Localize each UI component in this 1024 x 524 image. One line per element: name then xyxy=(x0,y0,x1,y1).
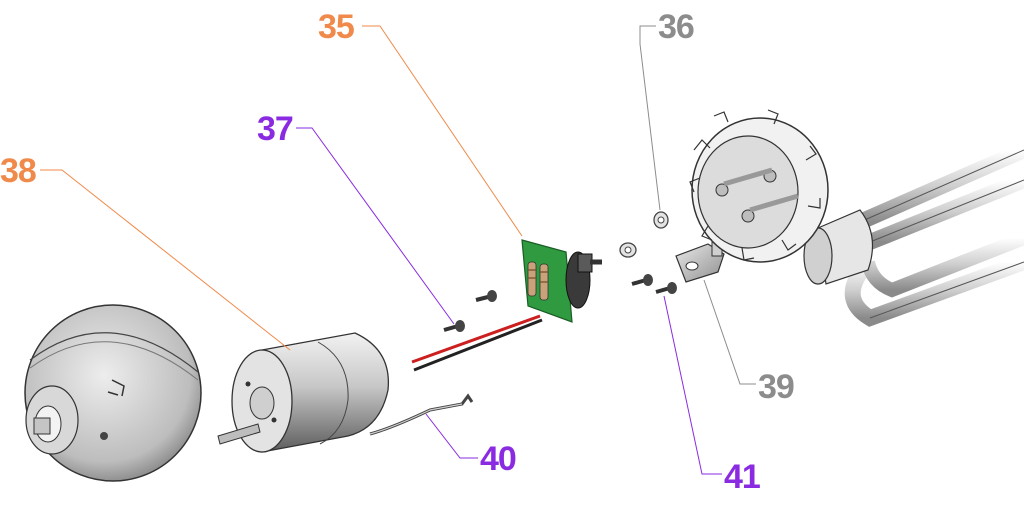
leader-41 xyxy=(663,295,722,475)
callout-39: 39 xyxy=(758,368,794,406)
leader-35 xyxy=(362,25,523,237)
callout-35: 35 xyxy=(318,8,354,46)
motor-icon xyxy=(217,332,390,453)
leader-39 xyxy=(703,279,756,385)
leader-38 xyxy=(40,169,291,351)
wire-clip-icon xyxy=(369,393,474,436)
leader-40 xyxy=(425,413,478,459)
circuit-board-icon xyxy=(521,239,602,323)
heating-element-housing-icon xyxy=(689,109,1024,327)
bracket-icon xyxy=(675,237,725,283)
leader-lines xyxy=(40,25,756,475)
callout-40: 40 xyxy=(480,440,516,478)
screw-icon xyxy=(631,274,677,294)
washer-icon xyxy=(619,211,669,258)
callout-41: 41 xyxy=(724,458,760,496)
leader-36 xyxy=(639,25,661,211)
callout-36: 36 xyxy=(658,8,694,46)
callout-37: 37 xyxy=(257,110,293,148)
lead-wires xyxy=(411,314,543,372)
callout-labels: 35 36 37 38 39 40 41 xyxy=(0,8,795,496)
screw-icon xyxy=(443,290,497,332)
callout-38: 38 xyxy=(0,152,36,190)
leader-37 xyxy=(296,127,455,325)
magnified-detail-view xyxy=(24,304,202,482)
